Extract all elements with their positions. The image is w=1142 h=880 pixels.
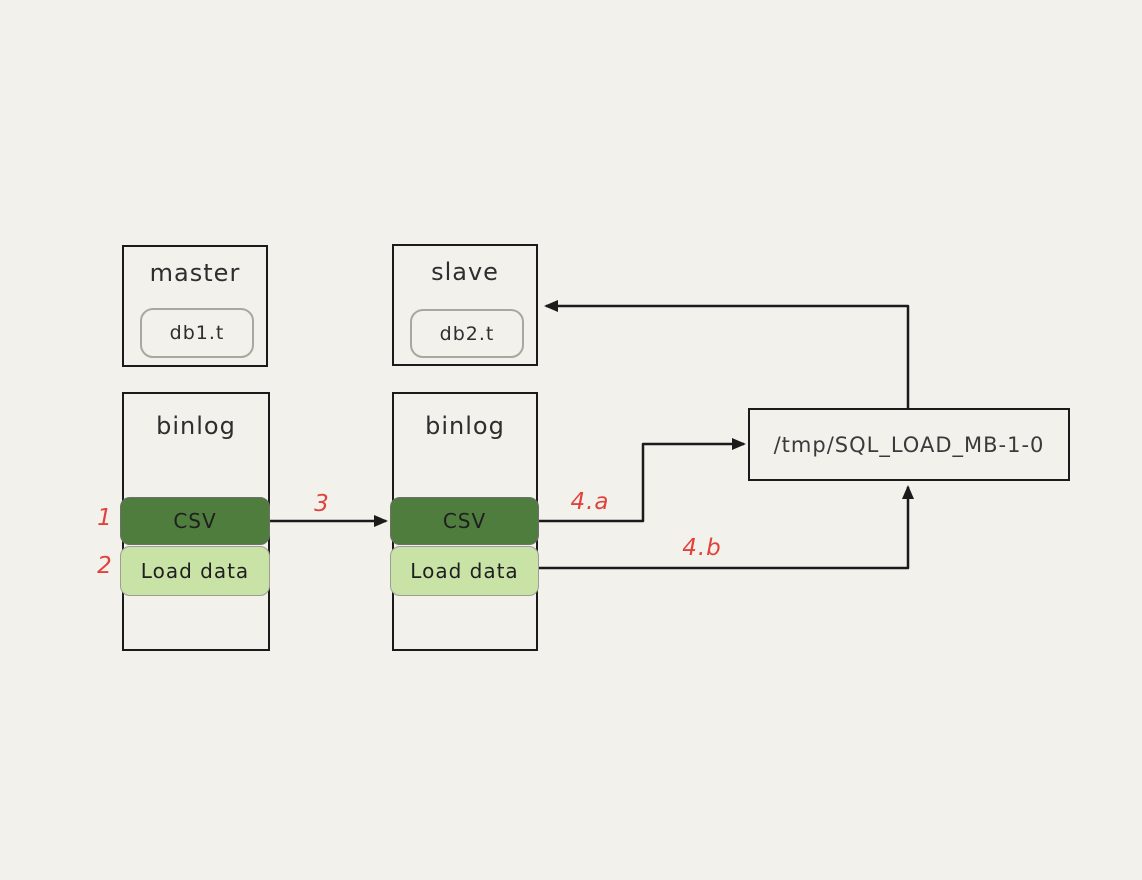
slave-binlog-loaddata-event: Load data [390,546,539,596]
arrow-tmp-file-to-slave [544,300,910,408]
master-binlog-title: binlog [156,412,236,440]
slave-binlog-loaddata-label: Load data [410,559,519,583]
step-label-4b: 4.b [682,535,722,561]
slave-binlog-csv-label: CSV [442,509,487,533]
master-binlog-loaddata-label: Load data [140,559,250,583]
master-title: master [149,259,241,287]
master-table-label: db1.t [169,322,225,344]
master-binlog-loaddata-event: Load data [120,546,270,596]
master-binlog-csv-event: CSV [120,497,270,545]
tmp-file-label: /tmp/SQL_LOAD_MB-1-0 [773,432,1045,457]
master-binlog-csv-label: CSV [173,509,217,533]
slave-table-label: db2.t [439,322,495,345]
step-label-1: 1 [97,505,113,531]
slave-binlog-csv-event: CSV [390,497,539,545]
step-label-4a: 4.a [570,489,610,515]
step-label-2: 2 [97,553,113,579]
slave-table-pill: db2.t [410,309,524,358]
slave-node: slave [392,244,538,366]
step-label-3: 3 [314,491,330,517]
master-node: master [122,245,268,367]
slave-title: slave [431,258,499,286]
master-table-pill: db1.t [140,308,254,358]
slave-binlog-title: binlog [425,412,505,440]
tmp-file-node: /tmp/SQL_LOAD_MB-1-0 [748,408,1070,481]
